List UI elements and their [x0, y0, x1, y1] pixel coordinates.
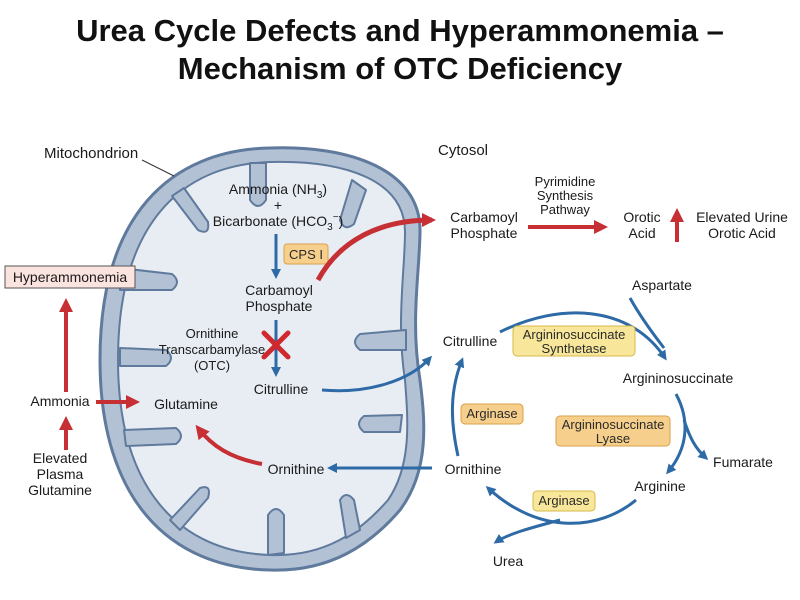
arginase-left-label: Arginase: [466, 406, 517, 421]
ass-enzyme-line1: Argininosuccinate: [523, 327, 626, 342]
ammonia-left-label: Ammonia: [30, 393, 89, 409]
ornithine-mito-label: Ornithine: [268, 461, 325, 477]
carbamoyl-phosphate-mito-line1: Carbamoyl: [245, 282, 313, 298]
otc-block-x-icon: [261, 330, 291, 360]
pyrimidine-pathway-line2: Synthesis: [537, 188, 594, 203]
arrow-to-fumarate: [682, 419, 709, 461]
page-title: Urea Cycle Defects and Hyperammonemia – …: [0, 12, 800, 88]
cps1-enzyme-box: [283, 243, 329, 265]
elevated-plasma-glutamine-line2: Plasma: [37, 466, 84, 482]
pyrimidine-pathway-line1: Pyrimidine: [535, 174, 596, 189]
arrow-arginine-to-ornithine: [485, 485, 637, 525]
elevated-urine-line1: Elevated Urine: [696, 209, 788, 225]
arrow-citrulline-mito-to-cyto: [321, 355, 433, 393]
asl-enzyme-line2: Lyase: [596, 431, 630, 446]
elevated-urine-line2: Orotic Acid: [708, 225, 776, 241]
mitochondrion-membrane: [98, 146, 426, 572]
bicarbonate-label: Bicarbonate (HCO3−): [213, 212, 343, 233]
carbamoyl-phosphate-cyto-line2: Phosphate: [451, 225, 518, 241]
mitochondrion-pointer: [141, 159, 175, 177]
plus-sign: +: [274, 197, 282, 213]
arginase-bottom-box: [532, 490, 596, 512]
arrow-to-urea: [493, 518, 561, 544]
urea-label: Urea: [493, 553, 524, 569]
arginase-bottom-label: Arginase: [538, 493, 589, 508]
ammonia-nh3-label: Ammonia (NH3): [229, 181, 327, 201]
citrulline-mito-label: Citrulline: [254, 381, 309, 397]
hyperammonemia-box: [4, 265, 136, 289]
otc-label-line2: Transcarbamylase: [159, 342, 265, 357]
elevated-plasma-glutamine-line1: Elevated: [33, 450, 87, 466]
otc-label-line1: Ornithine: [186, 326, 239, 341]
arginase-left-box: [460, 403, 524, 425]
arrow-ornithine-to-glutamine: [195, 424, 263, 466]
glutamine-label: Glutamine: [154, 396, 218, 412]
carbamoyl-phosphate-mito-line2: Phosphate: [246, 298, 313, 314]
elevated-plasma-glutamine-line3: Glutamine: [28, 482, 92, 498]
fumarate-label: Fumarate: [713, 454, 773, 470]
argininosuccinate-label: Argininosuccinate: [623, 370, 734, 386]
hyperammonemia-label: Hyperammonemia: [13, 269, 128, 285]
arrow-aspartate-in: [628, 297, 666, 349]
cps1-label: CPS I: [289, 247, 323, 262]
ass-enzyme-box: [512, 325, 636, 357]
otc-label-line3: (OTC): [194, 358, 230, 373]
arrow-ornithine-to-citrulline: [450, 357, 465, 457]
orotic-acid-line1: Orotic: [623, 209, 660, 225]
asl-enzyme-box: [555, 415, 671, 447]
title-line-1: Urea Cycle Defects and Hyperammonemia –: [76, 13, 724, 48]
arrow-carbamoyl-to-cytosol: [315, 213, 436, 282]
ornithine-cyto-label: Ornithine: [445, 461, 502, 477]
citrulline-cyto-label: Citrulline: [443, 333, 498, 349]
title-line-2: Mechanism of OTC Deficiency: [177, 51, 623, 86]
pyrimidine-pathway-line3: Pathway: [540, 202, 590, 217]
ass-enzyme-line2: Synthetase: [541, 341, 606, 356]
arrow-citrulline-to-argininosuccinate: [499, 311, 667, 361]
mitochondrion-label: Mitochondrion: [44, 145, 138, 162]
arginine-label: Arginine: [634, 478, 686, 494]
aspartate-label: Aspartate: [632, 277, 692, 293]
orotic-acid-line2: Acid: [628, 225, 655, 241]
carbamoyl-phosphate-cyto-line1: Carbamoyl: [450, 209, 518, 225]
arrow-argininosuccinate-to-arginine: [666, 393, 687, 475]
cytosol-label: Cytosol: [438, 142, 488, 159]
asl-enzyme-line1: Argininosuccinate: [562, 417, 665, 432]
